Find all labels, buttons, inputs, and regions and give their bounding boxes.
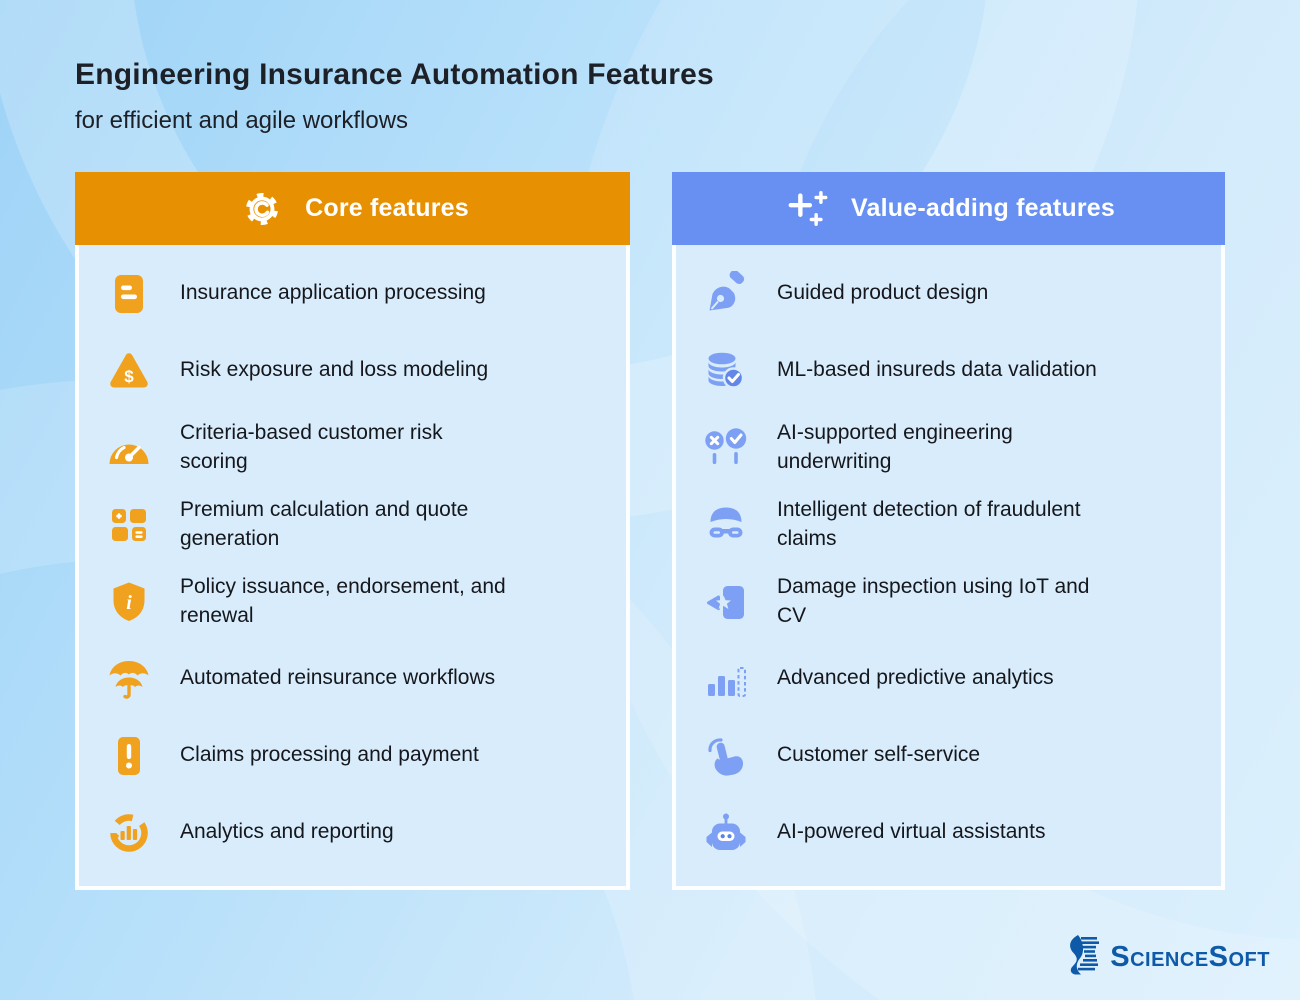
list-item: Claims processing and payment bbox=[79, 717, 626, 794]
feature-label: Intelligent detection of fraudulent clai… bbox=[777, 497, 1081, 550]
list-item: Analytics and reporting bbox=[79, 794, 626, 871]
list-item: Premium calculation and quote generation bbox=[79, 486, 626, 563]
gauge-icon bbox=[103, 425, 155, 471]
feature-label: Automated reinsurance workflows bbox=[180, 666, 496, 690]
svg-text:$: $ bbox=[124, 367, 134, 386]
plus-group-icon bbox=[782, 189, 834, 229]
title-block: Engineering Insurance Automation Feature… bbox=[75, 58, 714, 135]
feature-label: Policy issuance, endorsement, and renewa… bbox=[180, 574, 506, 627]
feature-label: AI-powered virtual assistants bbox=[777, 820, 1046, 844]
feature-label: Analytics and reporting bbox=[180, 820, 394, 844]
list-item: ML-based insureds data validation bbox=[676, 332, 1221, 409]
risk-warning-icon: $ bbox=[103, 348, 155, 394]
brand-name: ScienceSoft bbox=[1110, 941, 1270, 973]
shield-info-icon: i bbox=[103, 579, 155, 625]
damage-inspection-icon bbox=[700, 579, 752, 625]
feature-label: Advanced predictive analytics bbox=[777, 666, 1054, 690]
brand-footer: ScienceSoft bbox=[1065, 935, 1270, 980]
list-item: Insurance application processing bbox=[79, 255, 626, 332]
svg-text:i: i bbox=[126, 592, 132, 614]
sciencesoft-logo-icon bbox=[1065, 935, 1101, 980]
value-adding-panel: Value-adding features Guided product des… bbox=[672, 172, 1225, 890]
gear-icon bbox=[236, 188, 288, 230]
page-subtitle: for efficient and agile workflows bbox=[75, 107, 409, 134]
fraud-thief-icon bbox=[700, 502, 752, 548]
umbrella-icon bbox=[103, 656, 155, 702]
feature-label: Insurance application processing bbox=[180, 281, 486, 305]
feature-label: Claims processing and payment bbox=[180, 743, 479, 767]
calculator-icon bbox=[103, 502, 155, 548]
approve-reject-icon bbox=[700, 425, 752, 471]
list-item: Advanced predictive analytics bbox=[676, 640, 1221, 717]
list-item: i Policy issuance, endorsement, and rene… bbox=[79, 563, 626, 640]
list-item: Guided product design bbox=[676, 255, 1221, 332]
list-item: Customer self-service bbox=[676, 717, 1221, 794]
feature-label: AI-supported engineering underwriting bbox=[777, 420, 1013, 473]
core-features-header: Core features bbox=[75, 172, 630, 245]
core-features-list: Insurance application processing $ Risk … bbox=[75, 245, 630, 890]
feature-label: ML-based insureds data validation bbox=[777, 358, 1097, 382]
bar-chart-icon bbox=[700, 656, 752, 702]
document-lines-icon bbox=[103, 271, 155, 317]
feature-label: Premium calculation and quote generation bbox=[180, 497, 469, 550]
analytics-donut-icon bbox=[103, 810, 155, 856]
value-adding-header: Value-adding features bbox=[672, 172, 1225, 245]
feature-label: Risk exposure and loss modeling bbox=[180, 358, 489, 382]
page-title: Engineering Insurance Automation Feature… bbox=[75, 58, 714, 91]
robot-icon bbox=[700, 810, 752, 856]
value-adding-list: Guided product design ML-based insureds … bbox=[672, 245, 1225, 890]
pen-tool-icon bbox=[700, 270, 752, 317]
database-check-icon bbox=[700, 348, 752, 394]
claim-document-icon bbox=[103, 733, 155, 779]
feature-label: Guided product design bbox=[777, 281, 989, 305]
feature-label: Customer self-service bbox=[777, 743, 981, 767]
feature-label: Criteria-based customer risk scoring bbox=[180, 420, 443, 473]
list-item: Damage inspection using IoT and CV bbox=[676, 563, 1221, 640]
list-item: Automated reinsurance workflows bbox=[79, 640, 626, 717]
feature-label: Damage inspection using IoT and CV bbox=[777, 574, 1090, 627]
list-item: Criteria-based customer risk scoring bbox=[79, 409, 626, 486]
list-item: Intelligent detection of fraudulent clai… bbox=[676, 486, 1221, 563]
list-item: AI-supported engineering underwriting bbox=[676, 409, 1221, 486]
list-item: $ Risk exposure and loss modeling bbox=[79, 332, 626, 409]
core-features-panel: Core features Insurance application proc… bbox=[75, 172, 630, 890]
list-item: AI-powered virtual assistants bbox=[676, 794, 1221, 871]
value-adding-label: Value-adding features bbox=[851, 194, 1115, 222]
tap-hand-icon bbox=[700, 733, 752, 779]
core-features-label: Core features bbox=[305, 194, 469, 222]
